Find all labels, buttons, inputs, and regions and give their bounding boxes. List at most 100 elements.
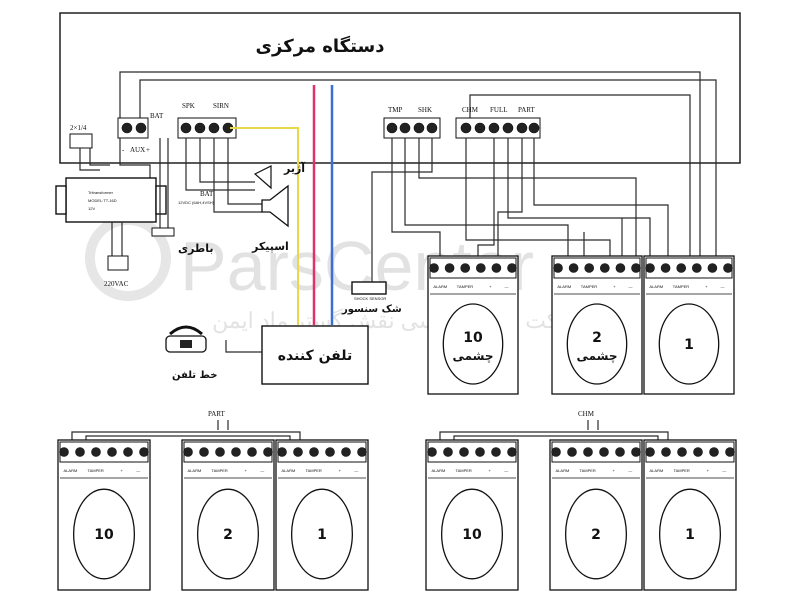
detector-screw xyxy=(677,447,687,457)
transformer-line-1: Tritransformer xyxy=(88,190,114,195)
fuse-block xyxy=(69,133,93,149)
detector-label-plus: + xyxy=(121,468,124,473)
aux-plus-label: + xyxy=(146,146,150,154)
detector-label-alarm: ALARM xyxy=(188,468,202,473)
part-bus: PART xyxy=(208,410,229,430)
detector-label-minus: — xyxy=(504,468,508,473)
detector-screw xyxy=(693,447,703,457)
detector-number: 10 xyxy=(462,527,482,543)
detector-screw xyxy=(709,447,719,457)
detector-screw xyxy=(645,447,655,457)
detector-terminal-block xyxy=(645,257,733,279)
central-unit-title: دستگاه مرکزی xyxy=(256,35,385,57)
detector-label-tamper: TAMPER xyxy=(87,468,103,473)
detector-lens xyxy=(566,303,628,385)
detector-label-minus: — xyxy=(722,468,726,473)
detector-label-plus: + xyxy=(489,468,492,473)
detector-screw xyxy=(123,447,133,457)
shock-sensor-device xyxy=(351,281,387,295)
detector-screw xyxy=(568,263,579,273)
detector-lens xyxy=(72,488,136,580)
detector-label-plus: + xyxy=(339,468,342,473)
detector-screw xyxy=(443,447,453,457)
detector-terminal-block xyxy=(59,441,149,463)
detector-screw xyxy=(707,263,718,273)
part-group-label: PART xyxy=(208,410,226,418)
detector-screw xyxy=(215,447,225,457)
detector-screw xyxy=(325,447,335,457)
detector-screw xyxy=(475,447,485,457)
power-supply: 2×1/4 Tritransformer MODEL:TT-16D 12V 22… xyxy=(55,124,167,288)
detector-terminal-block xyxy=(645,441,735,463)
detector-label-minus: — xyxy=(629,284,633,289)
detector-label-tamper: TAMPER xyxy=(581,284,597,289)
telephone-icon xyxy=(165,325,207,353)
detector-screw xyxy=(357,447,367,457)
detector-chm-0: ALARM TAMPER + — 10 xyxy=(425,439,519,591)
detector-label-tamper: TAMPER xyxy=(305,468,321,473)
battery-spec: BAT xyxy=(200,190,214,198)
detector-lens xyxy=(564,488,628,580)
speaker-label: اسپیکر xyxy=(251,240,289,253)
detector-screw xyxy=(263,447,273,457)
detector-screw xyxy=(676,263,687,273)
detector-label-alarm: ALARM xyxy=(64,468,78,473)
speaker-icon xyxy=(261,184,289,228)
detector-screw xyxy=(723,263,733,273)
detector-lens xyxy=(658,488,722,580)
battery-name: باطری xyxy=(178,242,214,255)
detector-terminal-block xyxy=(429,257,517,279)
detector-label-tamper: TAMPER xyxy=(673,468,689,473)
detector-label-alarm: ALARM xyxy=(649,284,663,289)
detector-screw xyxy=(691,263,702,273)
detector-screw xyxy=(293,447,303,457)
detector-lens xyxy=(440,488,504,580)
detector-screw xyxy=(645,263,655,273)
full-terminal-label: FULL xyxy=(490,106,508,114)
detector-screw xyxy=(309,447,319,457)
detector-label-tamper: TAMPER xyxy=(579,468,595,473)
detector-label-alarm: ALARM xyxy=(433,284,447,289)
detector-screw xyxy=(459,447,469,457)
central-unit-box xyxy=(59,12,741,164)
battery: BAT 12VDC (6AH,4VSH) باطری xyxy=(151,138,215,255)
tmp-terminal-label: TMP xyxy=(388,106,403,114)
transformer-line-2: MODEL:TT-16D xyxy=(88,198,117,203)
detector-screw xyxy=(553,263,563,273)
detector-terminal-block xyxy=(183,441,273,463)
part-terminal-label: PART xyxy=(518,106,536,114)
detector-label-alarm: ALARM xyxy=(432,468,446,473)
detector-terminal-block xyxy=(277,441,367,463)
detector-lens xyxy=(442,303,504,385)
detector-label-plus: + xyxy=(489,284,492,289)
chm-terminal-label: CHM xyxy=(462,106,479,114)
detector-label-alarm: ALARM xyxy=(556,468,570,473)
buzzer-icon xyxy=(253,165,272,190)
fuse-label: 2×1/4 xyxy=(70,124,87,132)
detector-number: 10 xyxy=(463,330,483,346)
detector-terminal-block xyxy=(553,257,641,279)
aux-label: AUX xyxy=(130,146,145,154)
detector-lens xyxy=(196,488,260,580)
terminal-bat-spk-siren: BAT SPK SIRN xyxy=(150,102,237,139)
detector-screw xyxy=(475,263,486,273)
detector-label-tamper: TAMPER xyxy=(455,468,471,473)
chm-group-label: CHM xyxy=(578,410,595,418)
terminal-chm-full-part: CHM FULL PART xyxy=(455,106,541,139)
detector-label-alarm: ALARM xyxy=(650,468,664,473)
detector-screw xyxy=(139,447,149,457)
transformer xyxy=(65,177,157,223)
detector-label-tamper: TAMPER xyxy=(673,284,689,289)
detector-label-plus: + xyxy=(245,468,248,473)
dialer-colored-wires xyxy=(230,85,334,325)
detector-label-plus: + xyxy=(705,284,708,289)
detector-label-minus: — xyxy=(721,284,725,289)
detector-label-tamper: TAMPER xyxy=(457,284,473,289)
